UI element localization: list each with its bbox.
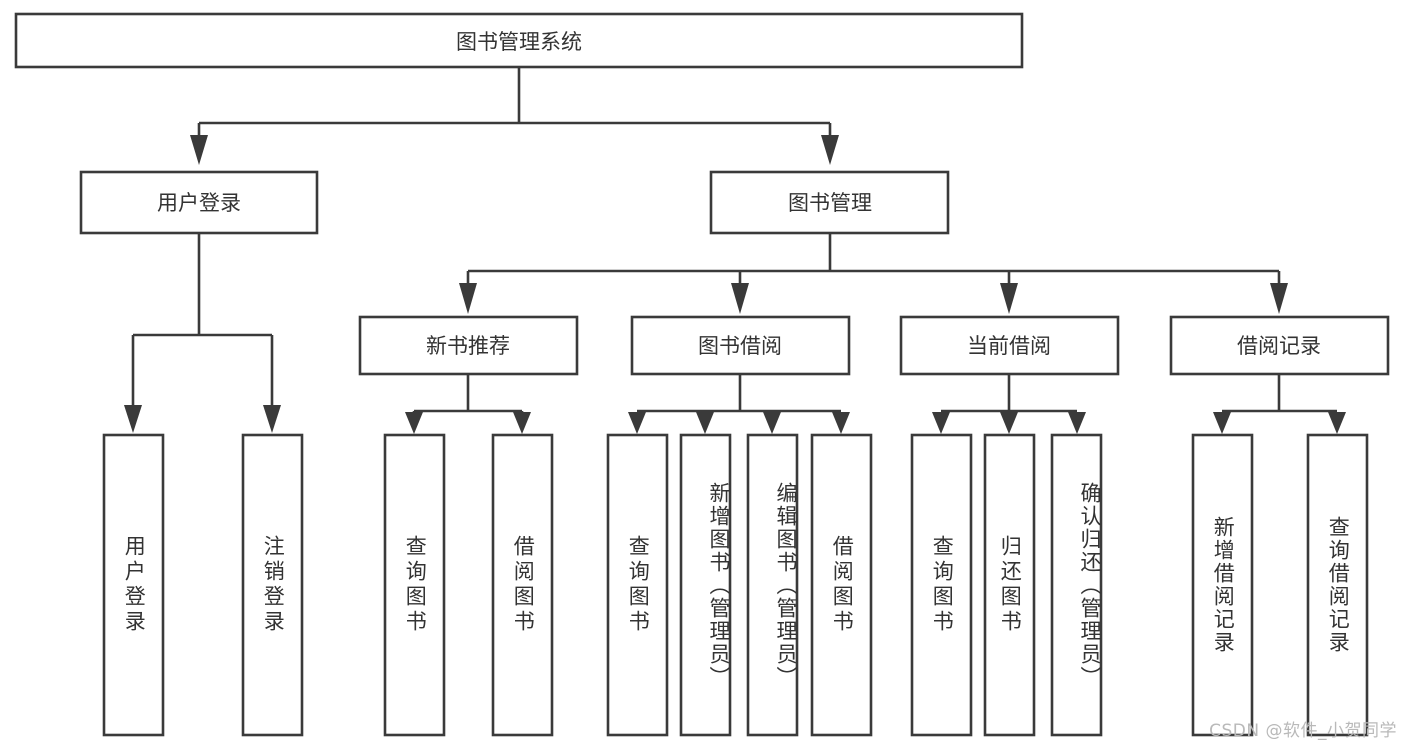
arrow-bookborrow-leaf2-icon	[696, 412, 714, 434]
leaf-box-borrow-book-1[interactable]	[491, 433, 554, 737]
node-borrow-record-box[interactable]	[1169, 315, 1390, 376]
node-new-book-recommend-box[interactable]	[358, 315, 579, 376]
arrow-currentborrow-leaf3-icon	[1068, 412, 1086, 434]
arrow-userlogin-leaf2-icon	[263, 405, 281, 433]
node-current-borrow[interactable]: 当前借阅	[899, 315, 1120, 376]
node-book-borrow-label: 图书借阅	[698, 334, 782, 358]
node-root-box[interactable]	[14, 12, 1024, 69]
node-book-borrow-box[interactable]	[630, 315, 851, 376]
leaf-box-query-record[interactable]	[1306, 433, 1369, 737]
node-book-manage-label: 图书管理	[788, 191, 872, 215]
node-root[interactable]: 图书管理系统	[14, 12, 1024, 69]
node-borrow-record[interactable]: 借阅记录	[1169, 315, 1390, 376]
leaf-box-query-book-1[interactable]	[383, 433, 446, 737]
arrow-newbook-leaf1-icon	[405, 412, 423, 434]
leaf-box-edit-book[interactable]	[746, 433, 799, 737]
leaf-box-query-book-2[interactable]	[606, 433, 669, 737]
node-new-book-recommend[interactable]: 新书推荐	[358, 315, 579, 376]
node-borrow-record-label: 借阅记录	[1237, 334, 1321, 358]
node-new-book-recommend-label: 新书推荐	[426, 334, 510, 358]
arrow-bookborrow-leaf1-icon	[628, 412, 646, 434]
arrow-currentborrow-leaf2-icon	[1000, 412, 1018, 434]
node-book-manage[interactable]: 图书管理	[709, 170, 950, 235]
arrow-bookborrow-leaf3-icon	[763, 412, 781, 434]
node-book-borrow[interactable]: 图书借阅	[630, 315, 851, 376]
leaf-box-add-book[interactable]	[679, 433, 732, 737]
arrow-borrowrecord-leaf2-icon	[1328, 412, 1346, 434]
arrow-newbook-leaf2-icon	[513, 412, 531, 434]
arrow-bookmanage-currentborrow-icon	[1000, 283, 1018, 314]
watermark-text: CSDN @软件_小贺同学	[1209, 721, 1397, 741]
node-current-borrow-box[interactable]	[899, 315, 1120, 376]
leaf-box-add-record[interactable]	[1191, 433, 1254, 737]
leaf-box-return-book[interactable]	[983, 433, 1036, 737]
node-root-label: 图书管理系统	[456, 30, 582, 54]
arrow-bookmanage-newbook-icon	[459, 283, 477, 314]
arrow-root-to-userlogin-icon	[190, 135, 208, 165]
node-current-borrow-label: 当前借阅	[967, 334, 1051, 358]
leaf-box-user-login[interactable]	[102, 433, 165, 737]
arrow-bookmanage-borrowrecord-icon	[1270, 283, 1288, 314]
arrow-root-to-bookmanage-icon	[821, 135, 839, 165]
node-user-login[interactable]: 用户登录	[79, 170, 319, 235]
leaf-box-confirm-return[interactable]	[1050, 433, 1103, 737]
arrow-bookborrow-leaf4-icon	[832, 412, 850, 434]
leaf-box-query-book-3[interactable]	[910, 433, 973, 737]
leaf-box-borrow-book-2[interactable]	[810, 433, 873, 737]
arrow-currentborrow-leaf1-icon	[932, 412, 950, 434]
arrow-userlogin-leaf1-icon	[124, 405, 142, 433]
leaf-box-user-logout[interactable]	[241, 433, 304, 737]
arrow-borrowrecord-leaf1-icon	[1213, 412, 1231, 434]
arrow-bookmanage-bookborrow-icon	[731, 283, 749, 314]
node-book-manage-box[interactable]	[709, 170, 950, 235]
node-user-login-label: 用户登录	[157, 191, 241, 215]
